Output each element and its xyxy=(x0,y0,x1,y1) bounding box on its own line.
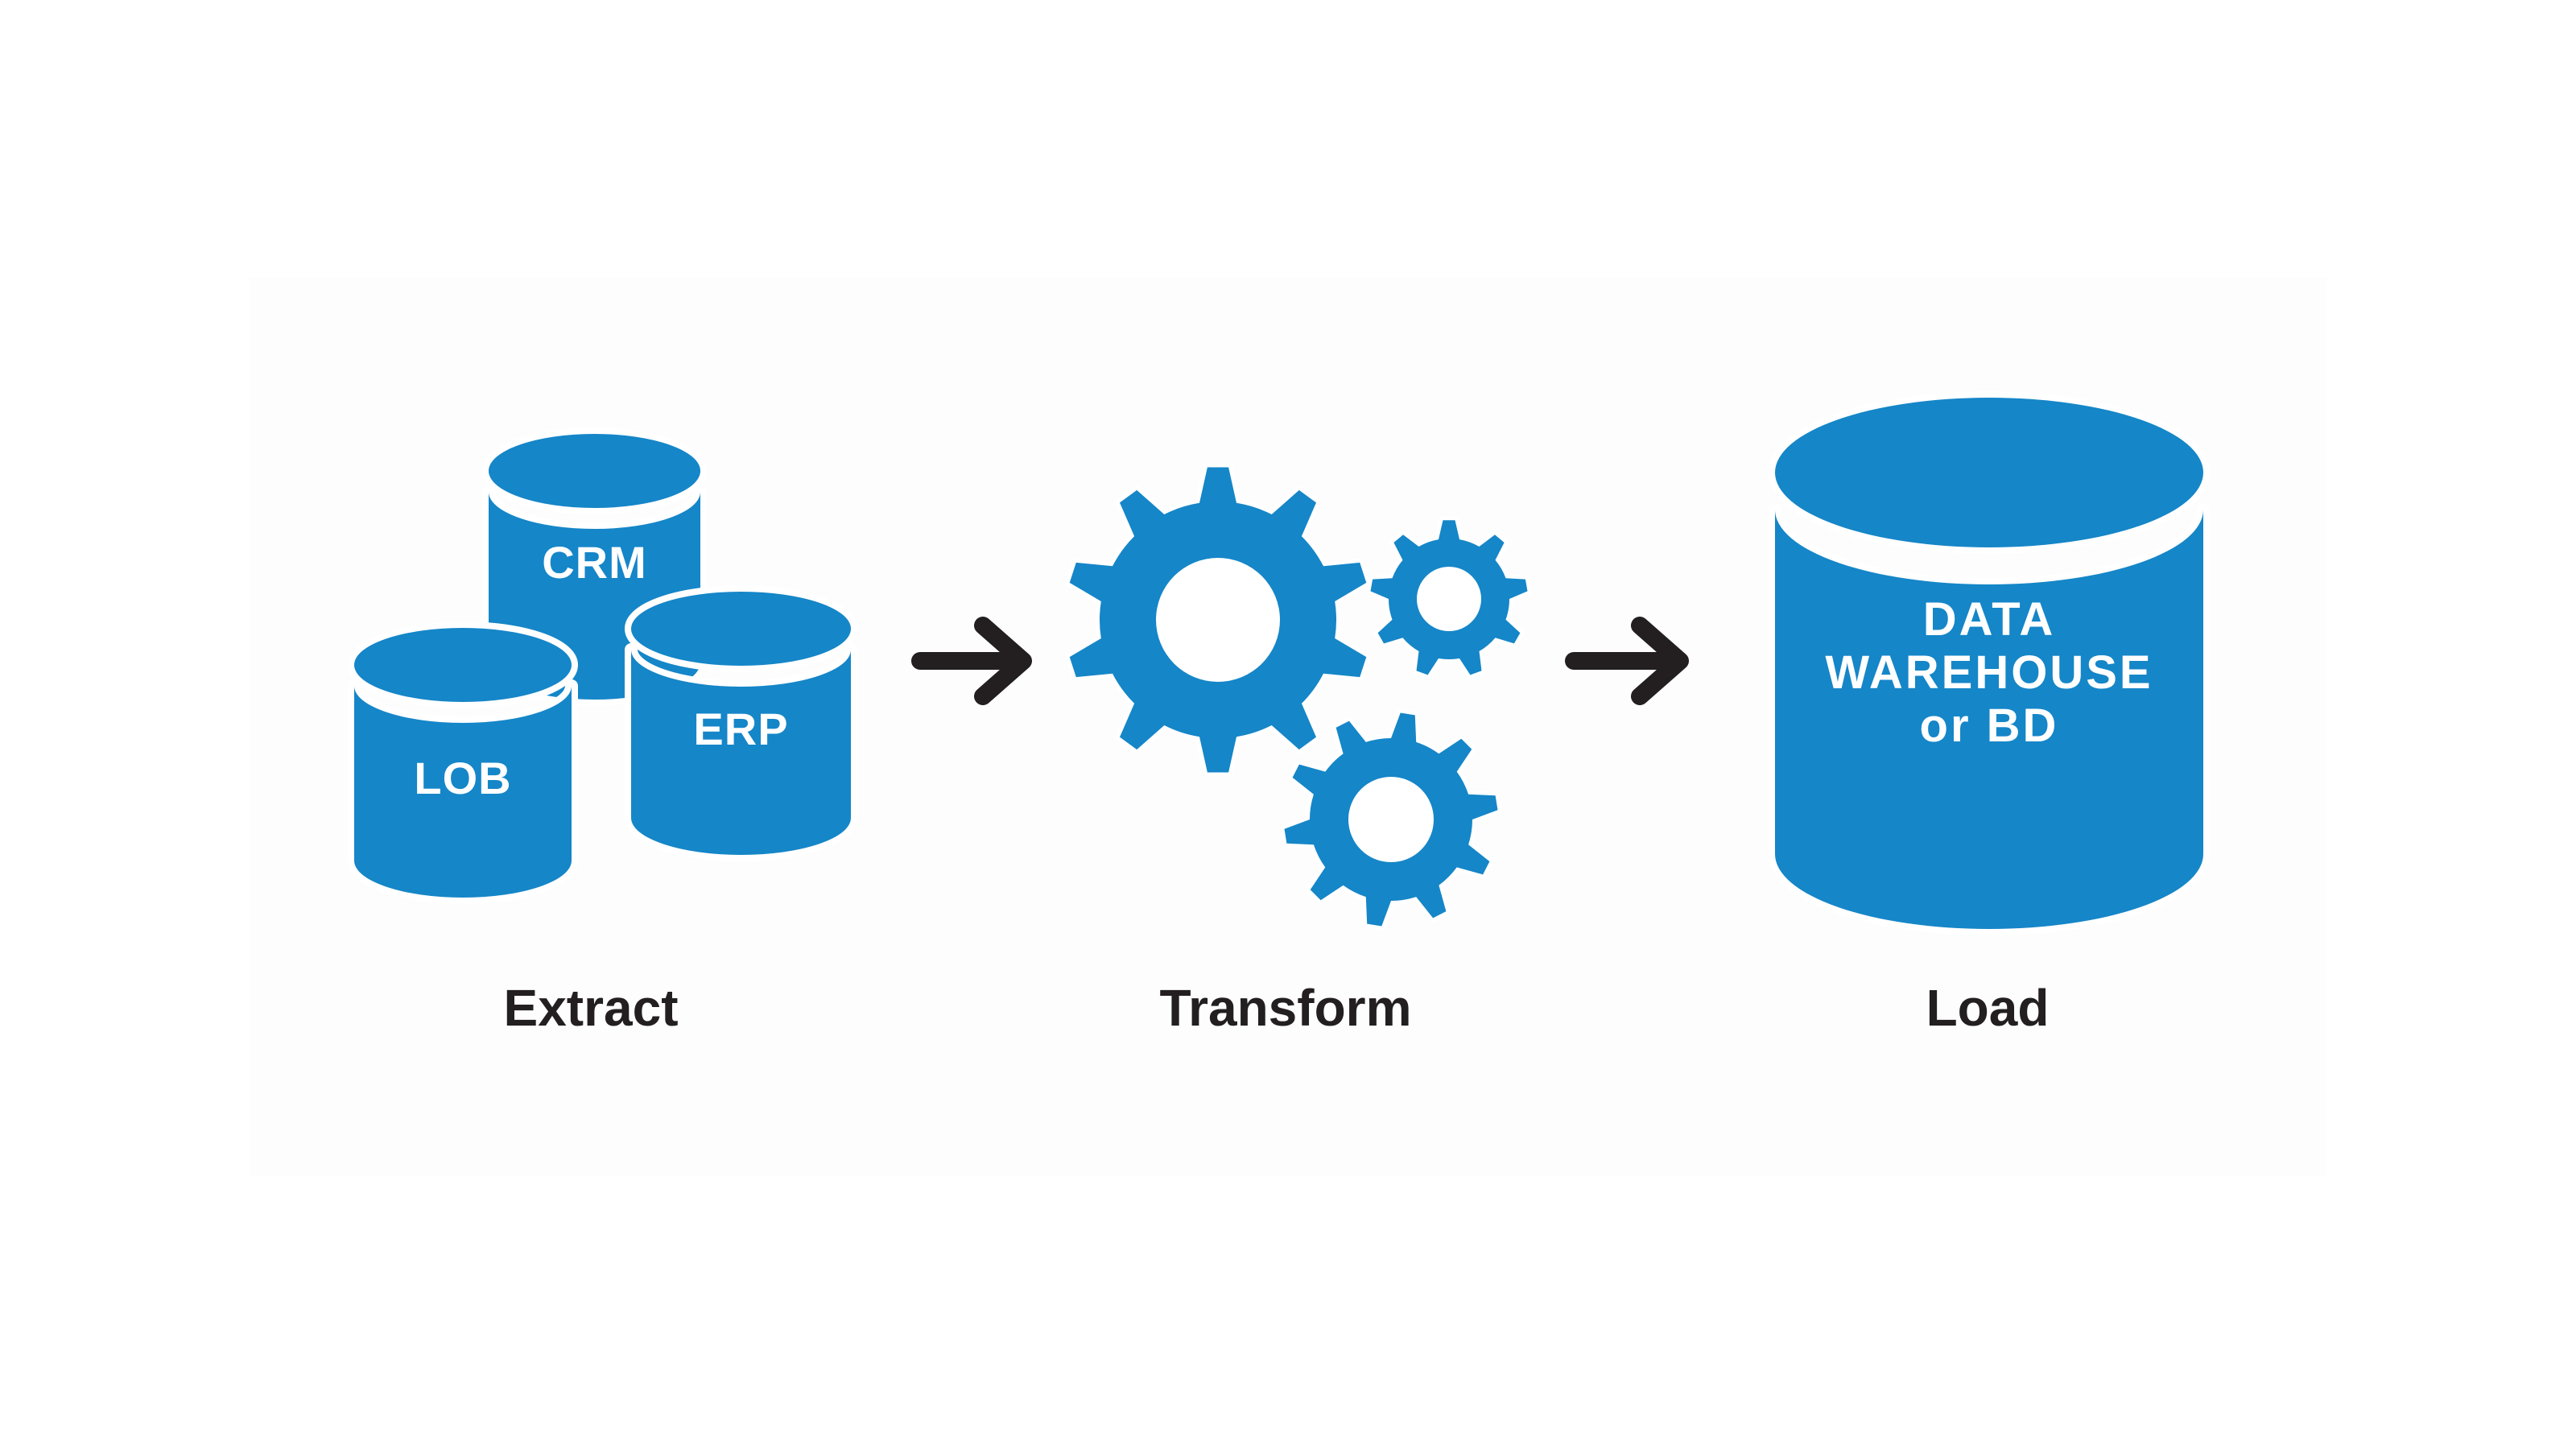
stage-label-load: Load xyxy=(1926,979,2050,1037)
warehouse-label-line2: WAREHOUSE xyxy=(1825,646,2153,699)
cylinder-lid xyxy=(1775,398,2203,547)
erp-label: ERP xyxy=(693,704,789,754)
cylinder-lid xyxy=(489,434,700,508)
database-cylinder-erp-icon xyxy=(625,585,857,861)
gear-medium-icon xyxy=(1280,708,1502,931)
gear-shape xyxy=(1284,712,1498,927)
database-cylinder-warehouse-icon xyxy=(1769,391,2210,935)
cylinder-lid xyxy=(631,592,851,666)
cylinder-lid xyxy=(354,628,572,702)
gear-small-icon xyxy=(1366,516,1532,679)
cylinder-body xyxy=(631,650,851,855)
lob-label: LOB xyxy=(414,753,512,803)
stage-label-extract: Extract xyxy=(503,979,679,1037)
arrow-head xyxy=(974,617,1032,705)
arrow-right-icon-transform-to-load xyxy=(1565,617,1689,705)
arrow-right-icon-extract-to-transform xyxy=(911,617,1032,705)
cylinder-body xyxy=(354,686,572,898)
gear-large-icon xyxy=(1065,463,1371,777)
crm-label: CRM xyxy=(542,537,647,588)
database-cylinder-lob-icon xyxy=(348,621,578,904)
stage-label-transform: Transform xyxy=(1159,979,1412,1037)
warehouse-label: DATA WAREHOUSE or BD xyxy=(1775,593,2203,753)
gear-shape xyxy=(1370,520,1528,675)
gear-shape xyxy=(1069,467,1367,773)
warehouse-label-line1: DATA xyxy=(1922,593,2056,646)
arrow-head xyxy=(1631,617,1689,705)
cylinder-body xyxy=(1775,510,2203,929)
gears-transform-icon xyxy=(1065,463,1532,931)
warehouse-label-line3: or BD xyxy=(1919,700,2059,752)
